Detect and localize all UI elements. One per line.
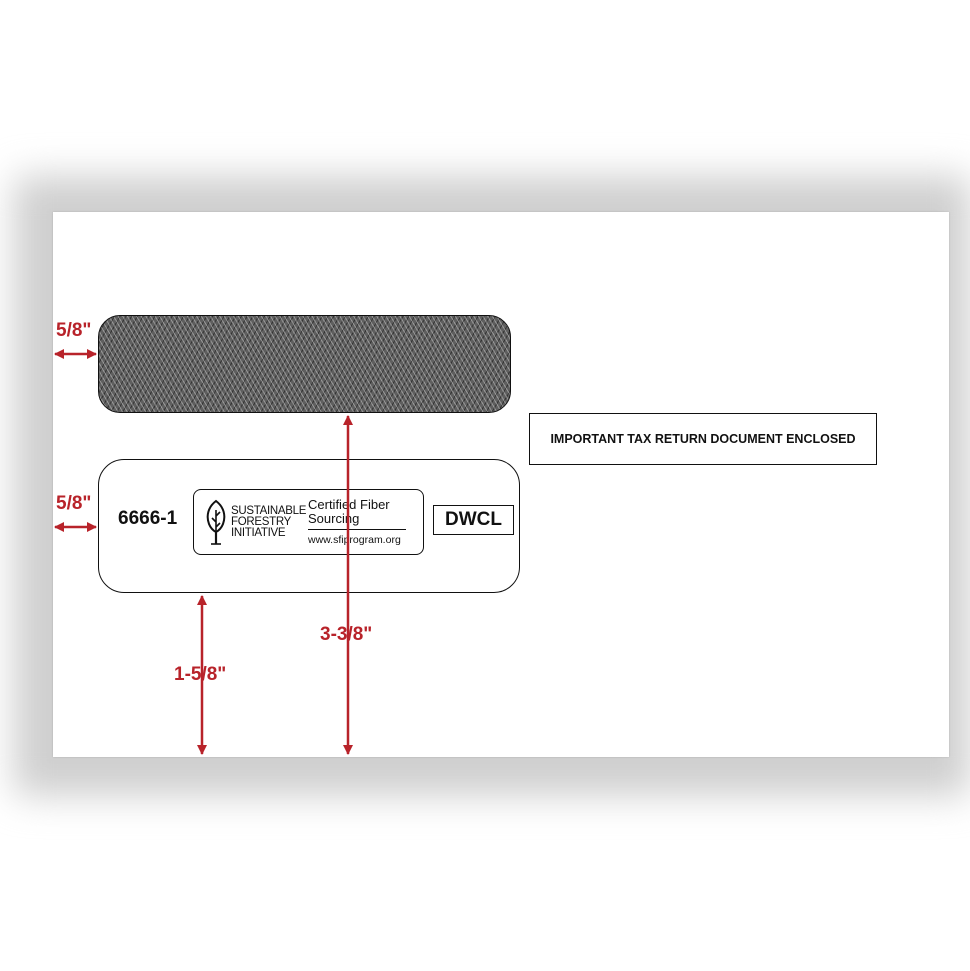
form-number: 6666-1	[118, 508, 178, 529]
bottom-window-height-label: 1-5/8"	[174, 664, 227, 685]
top-window-height-label: 3-3/8"	[320, 624, 373, 645]
sfi-org-name: SUSTAINABLE FORESTRY INITIATIVE	[231, 505, 307, 539]
code-box: DWCL	[433, 505, 514, 535]
sfi-org-line3: INITIATIVE	[231, 527, 286, 539]
top-window-left-label: 5/8"	[56, 320, 92, 341]
leaf-tree-icon	[206, 499, 226, 545]
sfi-divider	[308, 529, 406, 530]
sfi-logo: SUSTAINABLE FORESTRY INITIATIVE Certifie…	[193, 489, 424, 555]
return-address-window	[98, 315, 511, 413]
sfi-org-line1: SUSTAINABLE	[231, 505, 307, 517]
sfi-url: www.sfiprogram.org	[308, 534, 401, 546]
sfi-org-line2: FORESTRY	[231, 516, 292, 528]
notice-box: IMPORTANT TAX RETURN DOCUMENT ENCLOSED	[529, 413, 877, 465]
bottom-window-left-label: 5/8"	[56, 493, 92, 514]
